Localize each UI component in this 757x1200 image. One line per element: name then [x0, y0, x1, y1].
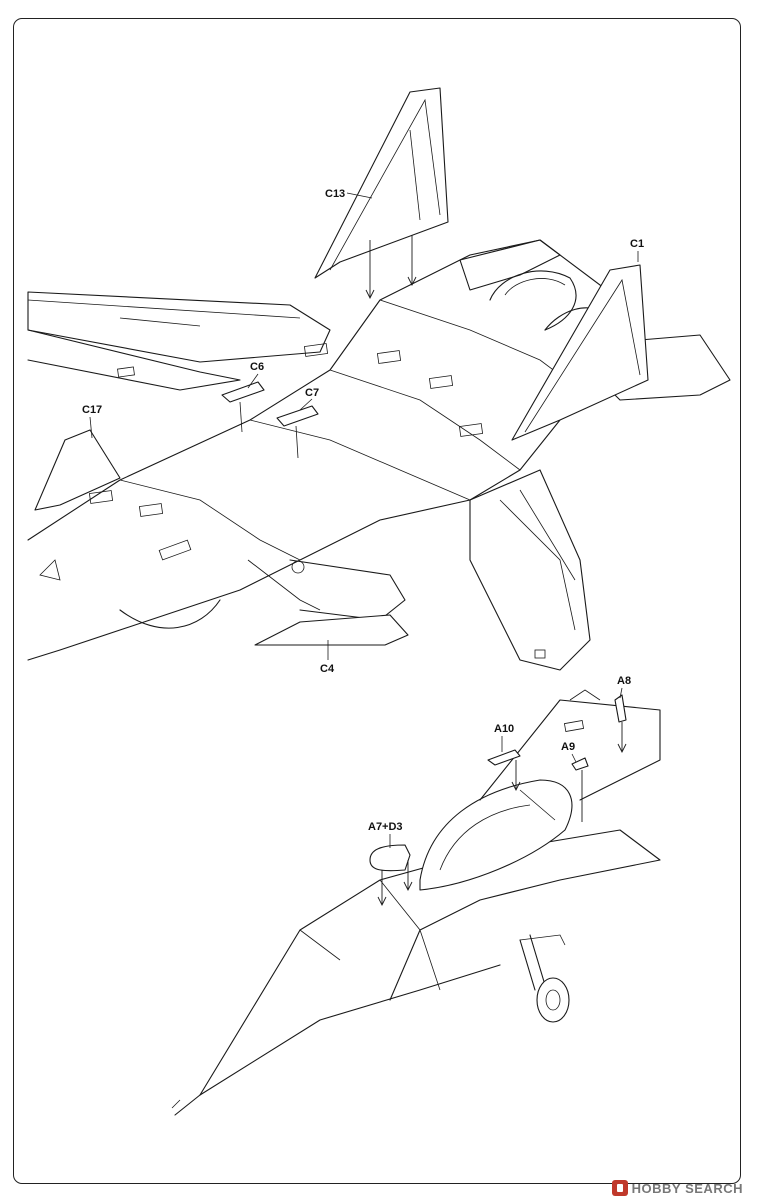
- label-a7-d3: A7+D3: [368, 821, 403, 833]
- label-c1: C1: [630, 238, 644, 250]
- callout-c17: C17: [82, 404, 102, 439]
- label-a8: A8: [617, 675, 631, 687]
- callout-a9: A9: [561, 741, 577, 763]
- callout-c13: C13: [325, 188, 373, 200]
- label-c6: C6: [250, 361, 264, 373]
- callout-c7: C7: [299, 387, 319, 411]
- callout-a8: A8: [617, 675, 631, 699]
- label-c4: C4: [320, 663, 335, 675]
- callout-a7-d3: A7+D3: [368, 821, 403, 848]
- label-c7: C7: [305, 387, 319, 399]
- callout-c1: C1: [630, 238, 644, 262]
- rear-fuselage-assembly: [27, 87, 731, 671]
- label-a10: A10: [494, 723, 514, 735]
- label-a9: A9: [561, 741, 575, 753]
- label-c13: C13: [325, 188, 345, 200]
- hobbysearch-logo-icon: [611, 1180, 628, 1196]
- forward-fuselage-assembly: [171, 689, 661, 1116]
- hobbysearch-watermark: HOBBY SEARCH: [611, 1180, 743, 1196]
- watermark-brand: HOBBY: [631, 1180, 682, 1196]
- watermark-suffix: SEARCH: [685, 1180, 743, 1196]
- callout-c4: C4: [320, 640, 335, 675]
- callout-c6: C6: [247, 361, 264, 389]
- instruction-sheet-border: [13, 18, 741, 1184]
- callout-a10: A10: [494, 723, 514, 752]
- label-c17: C17: [82, 404, 102, 416]
